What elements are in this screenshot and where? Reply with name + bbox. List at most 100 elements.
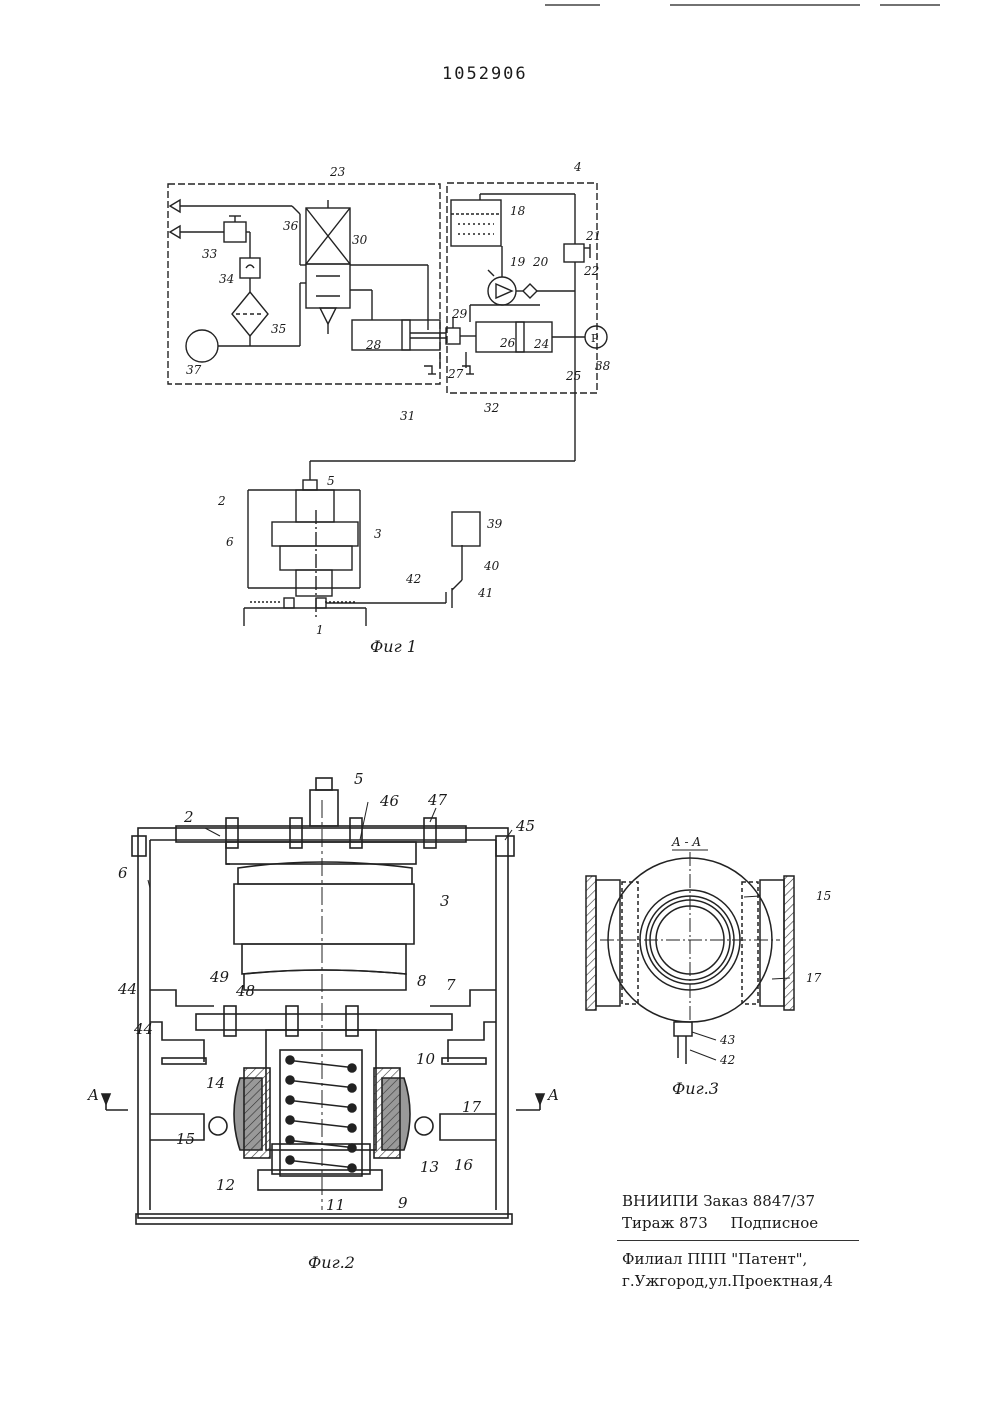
label-29: 29: [451, 307, 468, 321]
indicator-39: [452, 512, 480, 546]
cylinder-5: [303, 480, 317, 490]
label-42: 42: [405, 572, 421, 586]
label-16: 16: [454, 1156, 474, 1174]
pin-15: [209, 1117, 227, 1135]
label-27: 27: [447, 367, 464, 381]
label-5: 5: [327, 474, 335, 488]
label-3: 3: [374, 527, 382, 541]
imprint-line-4: г.Ужгород,ул.Проектная,4: [622, 1270, 833, 1292]
imprint-line-3: Филиал ППП "Патент",: [622, 1248, 807, 1270]
imprint-divider: [617, 1240, 859, 1241]
label-8: 8: [417, 972, 427, 990]
label-2: 2: [183, 808, 194, 826]
label-28: 28: [365, 338, 382, 352]
bolt-45: [496, 836, 514, 856]
coupling-27: [446, 328, 460, 344]
label-23: 23: [329, 165, 346, 179]
label-46: 46: [379, 792, 400, 810]
imprint-line-1: ВНИИПИ Заказ 8847/37: [622, 1190, 815, 1212]
label-44-upper: 44: [117, 980, 137, 998]
document-number: 1052906: [442, 64, 528, 84]
figure-3-labels: A - A 15 17 43 42 Фиг.3: [671, 835, 831, 1098]
label-5: 5: [354, 770, 364, 788]
label-43: 43: [719, 1033, 736, 1047]
label-44-lower: 44: [133, 1020, 153, 1038]
block-23-frame: [168, 184, 440, 384]
label-14: 14: [206, 1074, 225, 1092]
label-19: 19: [510, 255, 526, 269]
cylinder-5: [310, 790, 338, 826]
tank-18: [451, 200, 501, 246]
label-48: 48: [235, 982, 255, 1000]
imprint-subscription: Подписное: [731, 1212, 819, 1234]
label-24: 24: [533, 337, 549, 351]
label-17: 17: [806, 971, 822, 985]
label-1: 1: [316, 623, 324, 637]
label-4: 4: [573, 160, 582, 174]
label-17: 17: [462, 1098, 482, 1116]
label-39: 39: [487, 517, 503, 531]
valve-33: [224, 222, 246, 242]
pin-17: [415, 1117, 433, 1135]
label-12: 12: [216, 1176, 235, 1194]
label-18: 18: [510, 204, 526, 218]
label-37: 37: [186, 363, 202, 377]
label-47: 47: [427, 791, 448, 809]
label-35: 35: [271, 322, 286, 336]
product-3: [272, 522, 358, 546]
figure-1-scheme: P: [168, 183, 607, 626]
label-21: 21: [585, 229, 601, 243]
label-20: 20: [532, 255, 549, 269]
figure-2-press: [102, 778, 544, 1224]
label-6: 6: [118, 864, 128, 882]
svg-text:P: P: [591, 332, 599, 345]
label-25: 25: [565, 369, 581, 383]
base-plate: [136, 1214, 512, 1224]
label-3: 3: [440, 892, 450, 910]
section-title: A - A: [671, 835, 701, 849]
check-valve-20: [523, 284, 537, 298]
figure-3-caption: Фиг.3: [672, 1079, 719, 1098]
figure-2-caption: Фиг.2: [308, 1253, 355, 1272]
label-45: 45: [515, 817, 535, 835]
label-2: 2: [217, 494, 226, 508]
section-mark-right: A: [546, 1086, 559, 1104]
label-34: 34: [219, 272, 234, 286]
product-3: [234, 884, 414, 944]
imprint-print-run: Тираж 873: [622, 1212, 708, 1234]
label-9: 9: [398, 1194, 408, 1212]
label-41: 41: [477, 586, 493, 600]
label-40: 40: [483, 559, 500, 573]
bolt-45-left: [132, 836, 146, 856]
cup-9: [258, 1170, 382, 1190]
label-10: 10: [416, 1050, 436, 1068]
regulator-34: [240, 258, 260, 278]
label-31: 31: [400, 409, 415, 423]
label-13: 13: [420, 1158, 439, 1176]
plate-48: [196, 1014, 452, 1030]
label-7: 7: [446, 976, 456, 994]
imprint-line-2: Тираж 873 Подписное: [622, 1212, 818, 1234]
label-11: 11: [326, 1196, 345, 1214]
sensor-43: [674, 1022, 692, 1036]
label-6: 6: [226, 535, 234, 549]
label-32: 32: [484, 401, 499, 415]
spring-10: [286, 1056, 356, 1172]
label-30: 30: [352, 233, 368, 247]
distributor-30-lower: [306, 264, 350, 308]
label-22: 22: [583, 264, 599, 278]
section-mark-left: A: [86, 1086, 99, 1104]
source-37: [186, 330, 218, 362]
label-42: 42: [719, 1053, 735, 1067]
figure-3-section: [586, 852, 794, 1064]
guide-8: [266, 1030, 376, 1150]
label-38: 38: [595, 359, 611, 373]
label-15: 15: [176, 1130, 195, 1148]
label-26: 26: [499, 336, 516, 350]
label-33: 33: [202, 247, 218, 261]
product-upper: [238, 862, 412, 884]
figure-1-caption: Фиг 1: [370, 637, 417, 656]
label-49: 49: [209, 968, 230, 986]
exhaust-arrow: [170, 200, 180, 212]
